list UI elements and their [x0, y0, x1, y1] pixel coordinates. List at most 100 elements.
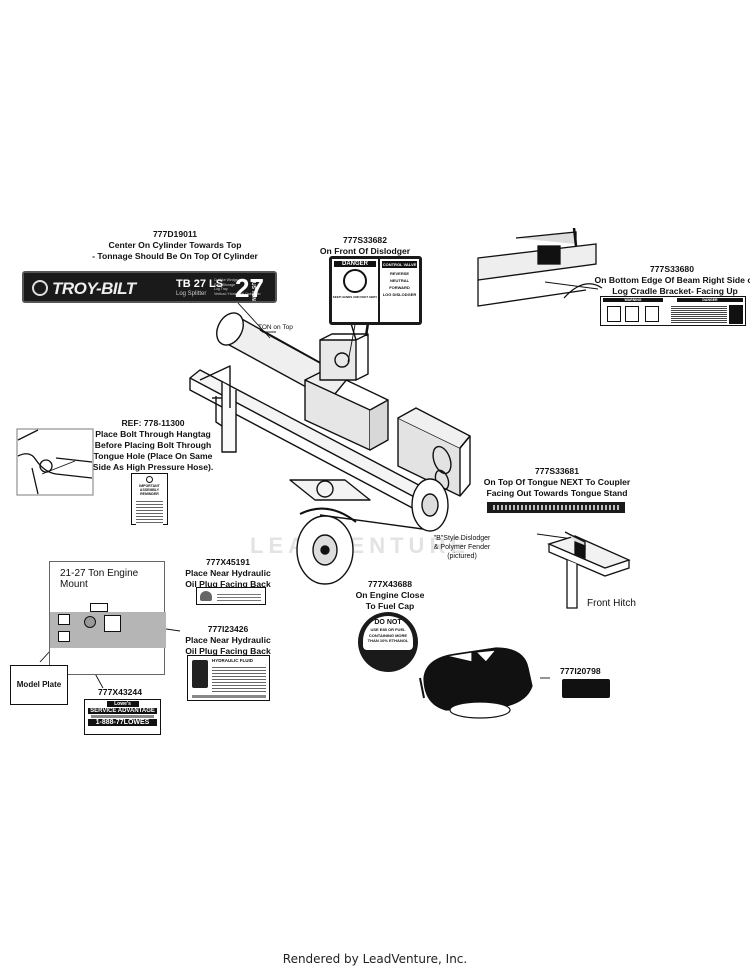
watermark-text: LEADVENTURE — [250, 533, 471, 558]
danger-panel: DANGER KEEP HANDS AND FEET AWAY — [332, 259, 378, 322]
fuel-l3: CONTAINING MORE — [368, 632, 408, 638]
callout-line: Side As High Pressure Hose). — [92, 462, 214, 472]
danger-decal: DANGER KEEP HANDS AND FEET AWAY CONTROL … — [329, 256, 422, 325]
part-number: 777X45191 — [206, 557, 250, 567]
callout-line: On Top Of Tongue NEXT To Coupler — [483, 477, 631, 487]
engine-plug-text — [217, 592, 261, 602]
callout-line: Facing Out Towards Tongue Stand — [486, 488, 628, 498]
callout-line: Place Near Hydraulic — [185, 568, 271, 578]
troybilt-sub: Log Splitter — [176, 291, 207, 297]
service-text — [91, 715, 154, 718]
callout-hangtag: REF: 778-11300 Place Bolt Through Hangta… — [88, 418, 218, 473]
beam-decal-icon — [607, 306, 621, 322]
callout-line: To Fuel Cap — [365, 601, 415, 611]
tongue-decal — [487, 502, 625, 513]
fuel-l1: DO NOT — [374, 619, 402, 626]
troybilt-tonnage: 27 — [235, 273, 264, 303]
b-style-line: (pictured) — [447, 553, 477, 560]
callout-hydraulic: 777I23426 Place Near Hydraulic Oil Plug … — [178, 624, 278, 657]
troybilt-logo-icon — [32, 280, 48, 296]
danger-text: KEEP HANDS AND FEET AWAY — [332, 295, 378, 299]
danger-heading: DANGER — [334, 261, 376, 267]
part-number: 777D19011 — [153, 229, 197, 239]
bullet: Easy Storage — [214, 282, 236, 287]
beam-closeup-drawing — [477, 228, 603, 307]
beam-decal-icon — [645, 306, 659, 322]
hydraulic-text — [212, 665, 266, 693]
part-number: REF: 778-11300 — [121, 418, 185, 428]
callout-line: On Front Of Dislodger — [319, 246, 411, 256]
log-label: LOG DISLODGER — [382, 292, 417, 297]
service-decal: Lowe's SERVICE ADVANTAGE 1-888-77LOWES — [84, 699, 161, 735]
hangtag-text — [136, 499, 163, 525]
mount-slot — [58, 631, 70, 642]
beam-decal-icon — [729, 305, 743, 324]
beam-decal: WARNING DANGER — [600, 296, 746, 326]
part-number: 777S33681 — [535, 466, 579, 476]
callout-line: On Bottom Edge Of Beam Right Side of — [594, 275, 750, 285]
log-splitter-drawing — [189, 309, 471, 585]
reverse-label: REVERSE — [389, 271, 410, 276]
part-number: 777S33680 — [650, 264, 694, 274]
engine-drawing — [419, 647, 533, 719]
tongue-decal-text — [491, 505, 621, 510]
engine-mount-panel: 21-27 Ton Engine Mount — [49, 561, 166, 675]
troybilt-model: TB 27 LS — [176, 278, 224, 290]
b-style-line: & Polymer Fender — [433, 544, 491, 551]
model-plate-box: Model Plate — [10, 665, 68, 705]
part-number: 777I23426 — [207, 624, 249, 634]
control-label: CONTROL VALVE — [382, 261, 417, 268]
beam-decal-text — [671, 305, 727, 324]
forward-label: FORWARD — [389, 285, 410, 290]
hangtag-decal: IMPORTANT ASSEMBLY REMINDER — [131, 473, 168, 525]
hangtag-sub: ASSEMBLY REMINDER — [139, 488, 160, 496]
top-note: TON on Top — [258, 324, 293, 331]
callout-line: Tongue Hole (Place On Same — [93, 451, 213, 461]
callout-troybilt: 777D19011 Center On Cylinder Towards Top… — [60, 229, 290, 262]
hangtag-hole-icon — [146, 476, 153, 483]
callout-beam: 777S33680 On Bottom Edge Of Beam Right S… — [590, 264, 750, 297]
troybilt-bullets: Cut like Wedge Easy Storage Log Tray Ver… — [214, 278, 261, 296]
callout-line: Before Placing Bolt Through — [94, 440, 212, 450]
callout-line: Center On Cylinder Towards Top — [108, 240, 242, 250]
mount-square — [104, 615, 121, 632]
front-hitch-label: Front Hitch — [587, 598, 636, 609]
service-brand: Lowe's — [106, 701, 139, 707]
callout-line: Place Near Hydraulic — [185, 635, 271, 645]
callout-line: On Engine Close — [355, 590, 425, 600]
warning-icon — [343, 269, 367, 293]
engine-plug-decal — [196, 587, 266, 605]
front-hitch-drawing — [547, 531, 631, 609]
fuel-warning-decal: DO NOT USE E85 OR FUEL CONTAINING MORE T… — [358, 612, 418, 672]
mount-slot — [90, 603, 108, 612]
callout-fuel-cap: 777X43688 On Engine Close To Fuel Cap — [340, 579, 440, 612]
model-plate-label: Model Plate — [16, 680, 62, 689]
hydraulic-footer — [192, 695, 266, 698]
part-number: 777X43688 — [368, 579, 412, 589]
fuel-l2: USE E85 OR FUEL — [370, 627, 406, 632]
part-number: 777S33682 — [343, 235, 387, 245]
beam-decal-header-left: WARNING — [603, 298, 663, 302]
callout-dislodger: 777S33682 On Front Of Dislodger — [310, 235, 420, 257]
callout-engine-plug: 777X45191 Place Near Hydraulic Oil Plug … — [178, 557, 278, 590]
hitch-closeup-drawing — [16, 428, 94, 496]
callout-line: Log Cradle Bracket- Facing Up — [612, 286, 738, 296]
troybilt-decal: TROY-BILT TB 27 LS Log Splitter Cut like… — [22, 271, 277, 303]
beam-decal-header-right: DANGER — [677, 298, 743, 302]
callout-line: Oil Plug Facing Back — [185, 579, 271, 589]
beam-decal-icon — [625, 306, 639, 322]
hydraulic-fluid-decal: HYDRAULIC FLUID — [187, 655, 270, 701]
b-style-line: "B"Style Dislodger — [433, 535, 491, 542]
hydraulic-title: HYDRAULIC FLUID — [212, 658, 253, 663]
footer-credit: Rendered by LeadVenture, Inc. — [282, 952, 468, 966]
engine-label-decal — [562, 679, 610, 698]
service-phone: 1-888-77LOWES — [88, 719, 157, 726]
hydraulic-bottle-icon — [192, 660, 208, 688]
control-panel: CONTROL VALVE REVERSE NEUTRAL FORWARD LO… — [380, 259, 419, 322]
mount-bolt-icon — [84, 616, 96, 628]
callout-engine-label: 777I20798 — [560, 666, 620, 677]
service-title: SERVICE ADVANTAGE — [88, 708, 157, 714]
fuel-warning-inner: DO NOT USE E85 OR FUEL CONTAINING MORE T… — [363, 616, 413, 650]
b-style-note: "B"Style Dislodger & Polymer Fender (pic… — [422, 534, 502, 561]
